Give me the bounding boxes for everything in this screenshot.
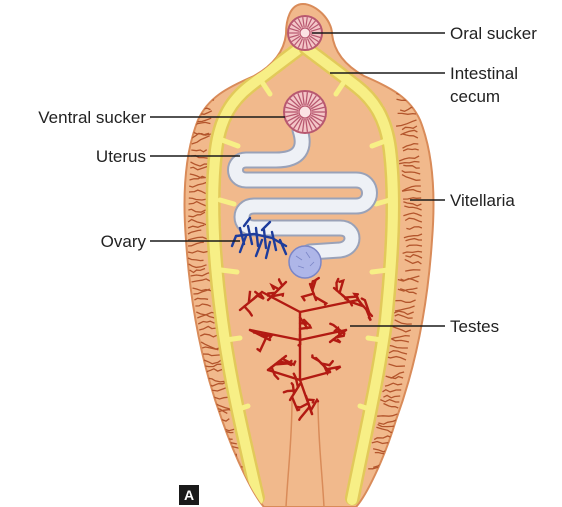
label-ovary: Ovary: [101, 231, 146, 252]
label-intestinal-cecum-line1: Intestinal: [450, 63, 518, 84]
mehlis-gland: [289, 246, 321, 278]
label-ventral-sucker: Ventral sucker: [38, 107, 146, 128]
label-uterus: Uterus: [96, 146, 146, 167]
label-oral-sucker: Oral sucker: [450, 23, 537, 44]
label-intestinal-cecum-line2: cecum: [450, 86, 500, 107]
panel-letter: A: [179, 485, 199, 505]
label-testes: Testes: [450, 316, 499, 337]
label-vitellaria: Vitellaria: [450, 190, 515, 211]
ventral-sucker: [284, 91, 326, 133]
